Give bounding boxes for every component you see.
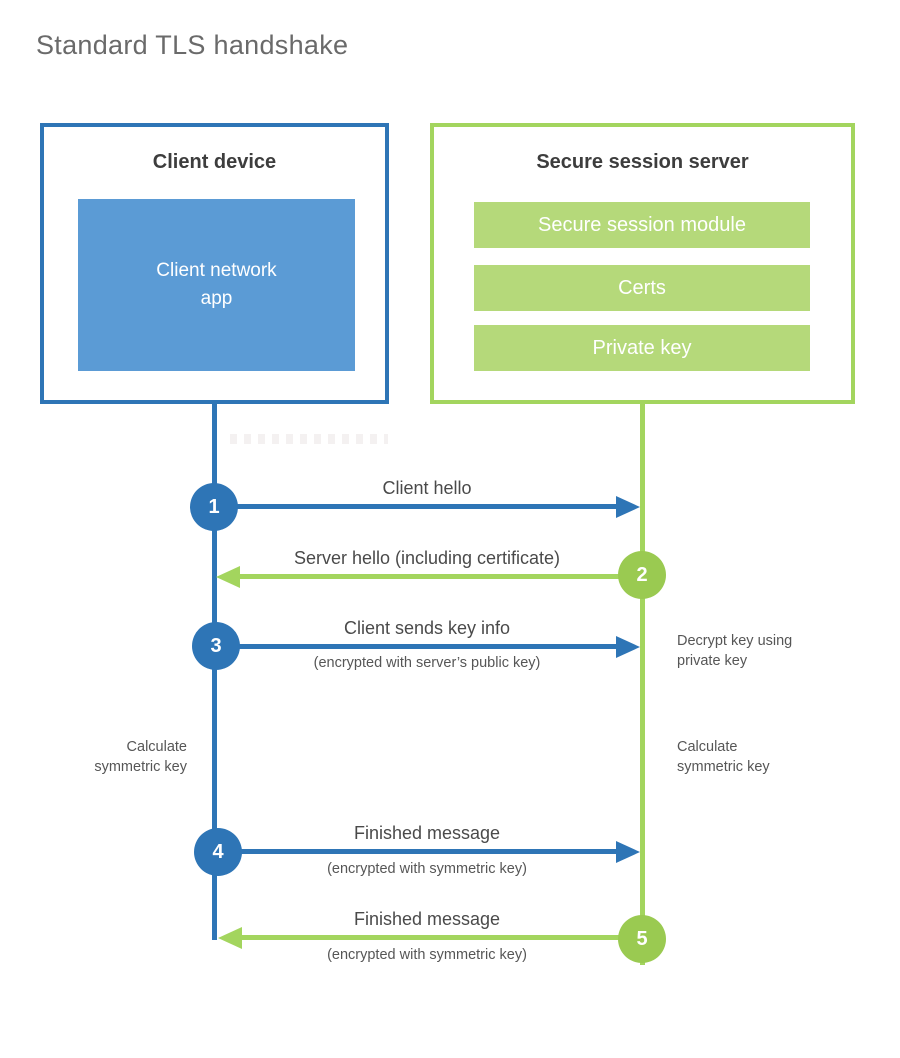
server-module-label: Private key: [592, 336, 692, 359]
step-circle-3: 3: [192, 622, 240, 670]
arrowhead-right-icon: [616, 636, 640, 658]
step-circle-2: 2: [618, 551, 666, 599]
arrowhead-right-icon: [616, 496, 640, 518]
server-module-certs: Certs: [474, 265, 810, 311]
client-network-app-box: Client network app: [78, 199, 355, 371]
message-label-client-key-info: Client sends key info: [343, 618, 511, 638]
arrowhead-right-icon: [616, 841, 640, 863]
message-label-finished-client: Finished message: [353, 823, 501, 843]
arrow-finished-server: [242, 935, 620, 940]
message-label-finished-server: Finished message: [353, 909, 501, 929]
step-number: 5: [636, 927, 648, 950]
client-network-app-label: Client network app: [156, 259, 277, 310]
arrow-finished-client: [218, 849, 616, 854]
note-decrypt-key: Decrypt key using private key: [677, 631, 792, 672]
client-device-title: Client device: [152, 151, 277, 173]
arrowhead-left-icon: [218, 927, 242, 949]
client-lifeline: [212, 404, 217, 940]
server-module-label: Certs: [618, 276, 666, 299]
arrow-server-hello: [240, 574, 620, 579]
note-calculate-symmetric-key-client: Calculate symmetric key: [17, 737, 187, 778]
step-number: 3: [210, 634, 222, 657]
step-number: 2: [636, 563, 648, 586]
server-module-label: Secure session module: [538, 213, 746, 236]
message-sublabel-finished-server: (encrypted with symmetric key): [327, 947, 527, 963]
step-circle-4: 4: [194, 828, 242, 876]
note-line: Calculate: [126, 739, 187, 755]
note-line: Decrypt key using: [677, 633, 793, 649]
server-module-secure-session: Secure session module: [474, 202, 810, 248]
step-circle-1: 1: [190, 483, 238, 531]
note-line: private key: [677, 653, 748, 670]
message-label-server-hello: Server hello (including certificate): [293, 548, 561, 568]
message-sublabel-finished-client: (encrypted with symmetric key): [327, 861, 527, 877]
note-line: symmetric key: [677, 759, 770, 776]
arrow-client-hello: [214, 504, 616, 509]
arrow-client-key-info: [216, 644, 616, 649]
server-module-private-key: Private key: [474, 325, 810, 371]
page-title: Standard TLS handshake: [36, 30, 349, 60]
note-line: symmetric key: [94, 759, 187, 776]
server-lifeline: [640, 404, 645, 965]
message-sublabel-key-info: (encrypted with server’s public key): [313, 655, 541, 671]
step-number: 1: [208, 495, 220, 518]
step-circle-5: 5: [618, 915, 666, 963]
note-calculate-symmetric-key-server: Calculate symmetric key: [677, 737, 770, 778]
secure-session-server-title: Secure session server: [536, 151, 749, 173]
message-label-client-hello: Client hello: [382, 478, 472, 498]
step-number: 4: [212, 840, 224, 863]
arrowhead-left-icon: [216, 566, 240, 588]
note-line: Calculate: [677, 739, 738, 755]
faint-dashed-artifact: [230, 434, 388, 444]
